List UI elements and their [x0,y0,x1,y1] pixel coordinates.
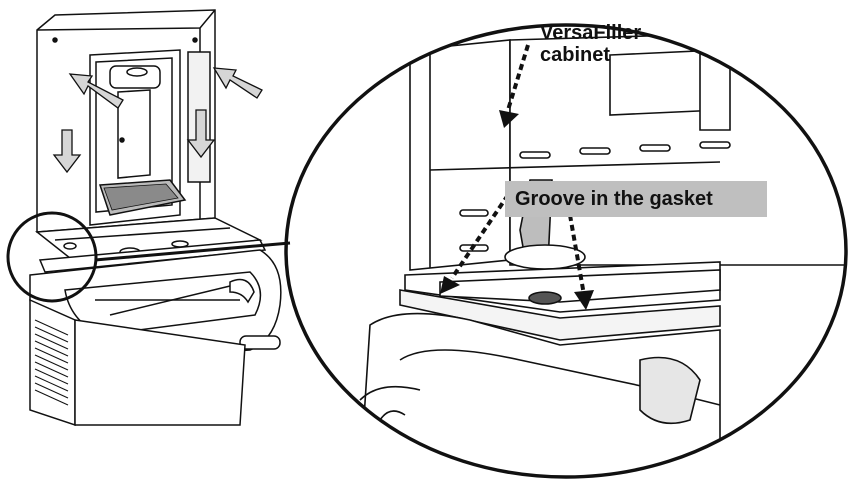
down-arrow-right [186,109,216,159]
bottle-filler-unit [29,9,282,427]
detail-connector-line [94,241,291,262]
vent-louvers [34,319,69,406]
gasket-callout-line-right [568,214,586,296]
diagonal-arrow-left [68,73,124,109]
callout-arrows [440,44,594,310]
magnified-detail [359,29,846,477]
gasket-callout-head-right [574,290,594,310]
versafiller-cabinet-label: VersaFiller cabinet [540,22,680,66]
versafiller-cabinet-label-line1: VersaFiller [540,22,642,44]
cabinet-callout-line [506,44,530,111]
gasket-callout-head-left [440,276,460,294]
direction-arrows [52,67,263,174]
cabinet-callout-head [499,110,519,128]
down-arrow-left [52,129,82,174]
diagonal-arrow-right [212,67,263,99]
versafiller-cabinet-label-line2: cabinet [540,44,611,66]
magnifier-circle [284,23,848,479]
versafiller-cabinet-drawing [36,9,216,233]
drinking-fountain [29,249,282,427]
gasket-groove-label: Groove in the gasket [505,181,767,217]
detail-marker-circle [6,211,98,303]
gasket-callout-line-left [450,193,510,280]
